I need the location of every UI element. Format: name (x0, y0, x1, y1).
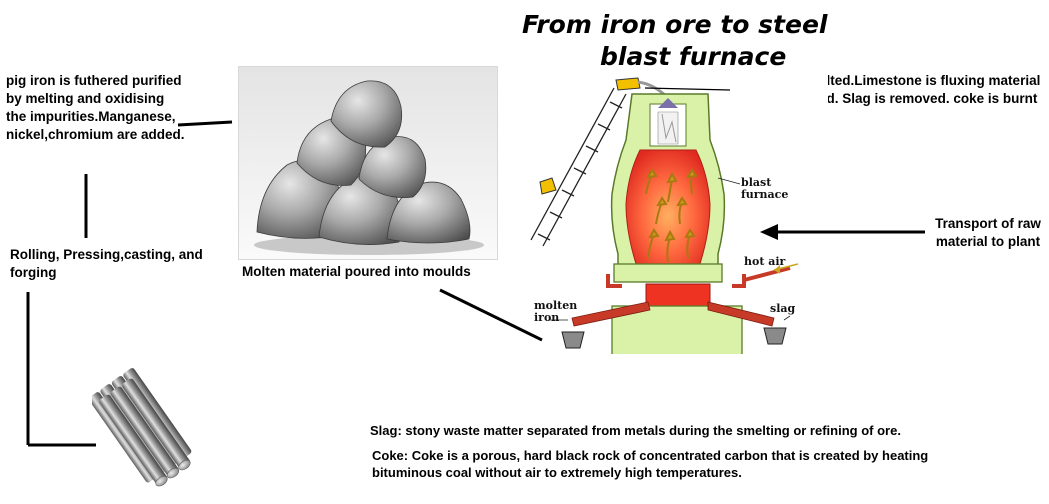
steel-bars-image (88, 366, 202, 492)
connector-moulds-to-molten-iron (439, 288, 543, 342)
conveyor-bucket-top (615, 77, 641, 91)
connector-iron-ore-note (644, 87, 731, 91)
blast-furnace-illustration (528, 74, 828, 357)
conveyor-incline (530, 87, 627, 247)
slag-definition: Slag: stony waste matter separated from … (370, 423, 901, 438)
transport-arrow-head (760, 224, 778, 240)
molten-material-note: Molten material poured into moulds (242, 264, 471, 279)
transport-note: Transport of raw material to plant (935, 216, 1041, 249)
slag-label: slag (770, 302, 796, 315)
conveyor-bucket-lower (539, 177, 557, 195)
rolling-note: Rolling, Pressing,casting, and forging (10, 247, 203, 280)
pig-iron-ingots-image (238, 66, 498, 260)
diagram-title-line1: From iron ore to steel (522, 10, 828, 39)
molten-iron-label: molten iron (534, 299, 578, 324)
hot-air-label: hot air (744, 255, 786, 268)
coke-definition: Coke: Coke is a porous, hard black rock … (372, 448, 929, 480)
diagram-title-line2: blast furnace (600, 42, 787, 71)
connector-pig-iron-to-ingots (177, 120, 233, 127)
blast-furnace-label: blast furnace (741, 176, 789, 201)
pig-iron-note: pig iron is futhered purified by melting… (6, 73, 185, 142)
